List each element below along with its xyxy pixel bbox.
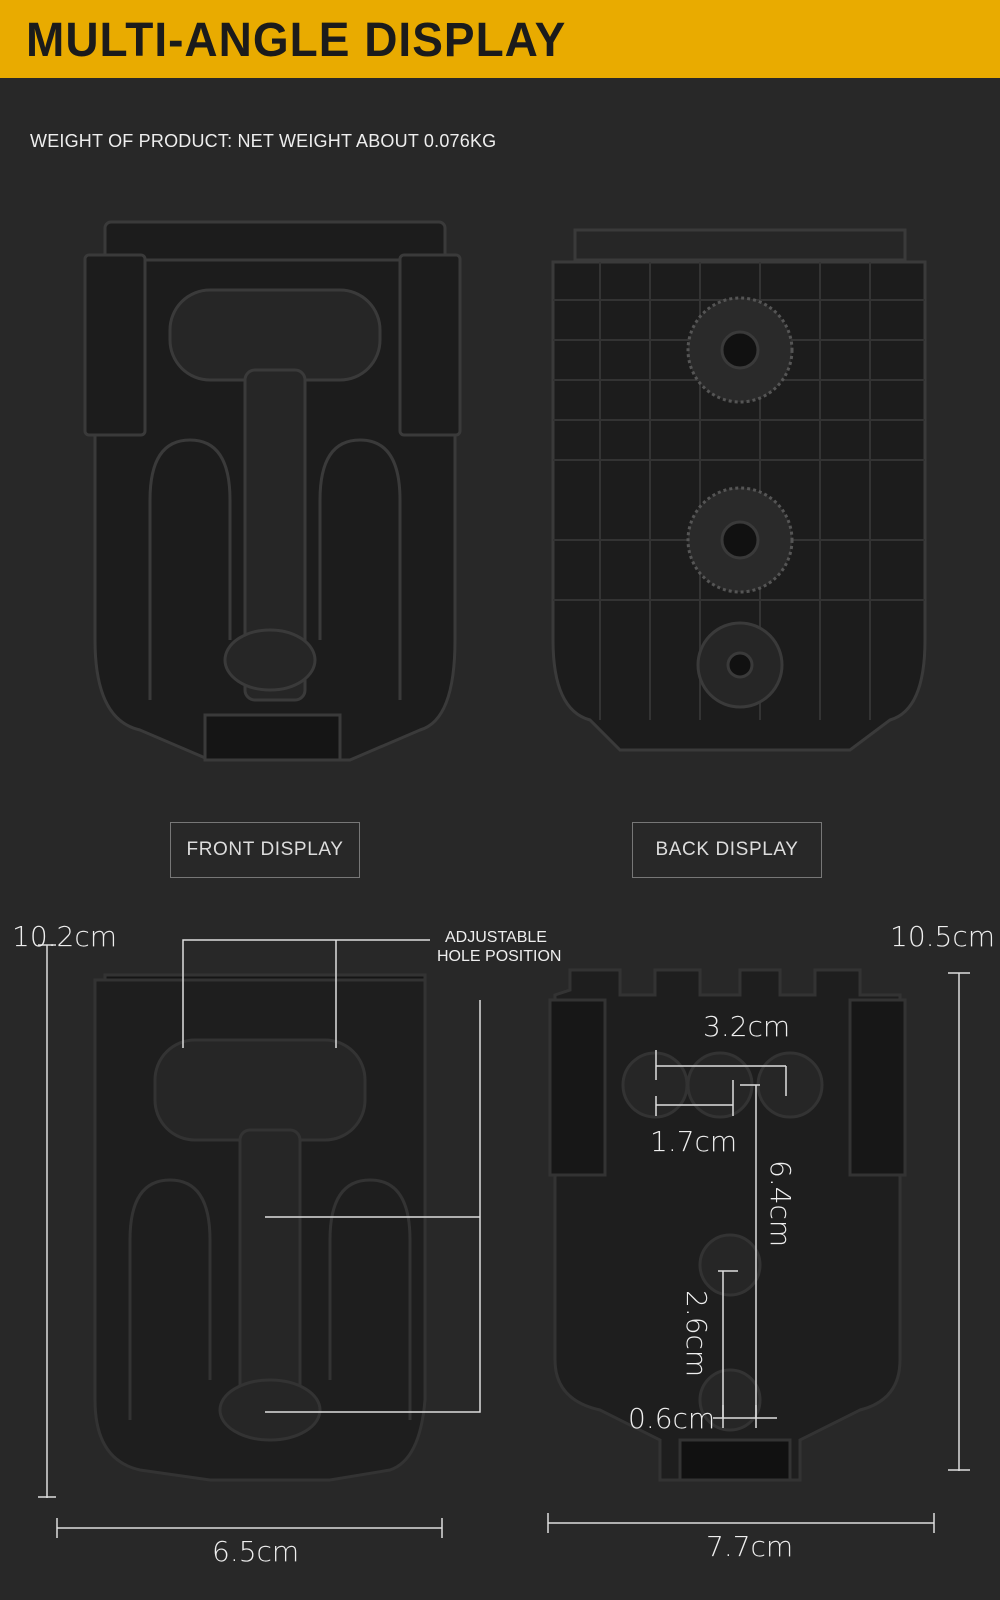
callout-line1: ADJUSTABLE: [445, 929, 547, 946]
back-dimension-product-image: [548, 968, 907, 1482]
front-display-label: FRONT DISPLAY: [170, 822, 360, 878]
front-width-label: 6.5cm: [212, 1535, 300, 1568]
back-product-image: [551, 228, 927, 752]
callout-line2: HOLE POSITION: [437, 948, 562, 965]
dimension-lines: [38, 939, 970, 1538]
back-height-label: 10.5cm: [890, 920, 996, 953]
page-title: MULTI-ANGLE DISPLAY: [26, 11, 567, 67]
dim-1-7cm: 1.7cm: [650, 1125, 738, 1158]
front-height-label: 10.2cm: [12, 920, 118, 953]
adjustable-hole-callout: ADJUSTABLE HOLE POSITION: [437, 928, 561, 966]
dim-2-6cm: 2.6cm: [680, 1290, 713, 1378]
back-width-label: 7.7cm: [706, 1530, 794, 1563]
weight-text: WEIGHT OF PRODUCT: NET WEIGHT ABOUT 0.07…: [30, 131, 497, 151]
back-display-label: BACK DISPLAY: [632, 822, 822, 878]
header-banner: [0, 0, 1000, 78]
dim-6-4cm: 6.4cm: [764, 1160, 797, 1248]
front-product-image: [83, 220, 462, 762]
front-dimension-product-image: [93, 973, 427, 1482]
dim-0-6cm: 0.6cm: [628, 1402, 716, 1435]
dim-3-2cm: 3.2cm: [703, 1010, 791, 1043]
